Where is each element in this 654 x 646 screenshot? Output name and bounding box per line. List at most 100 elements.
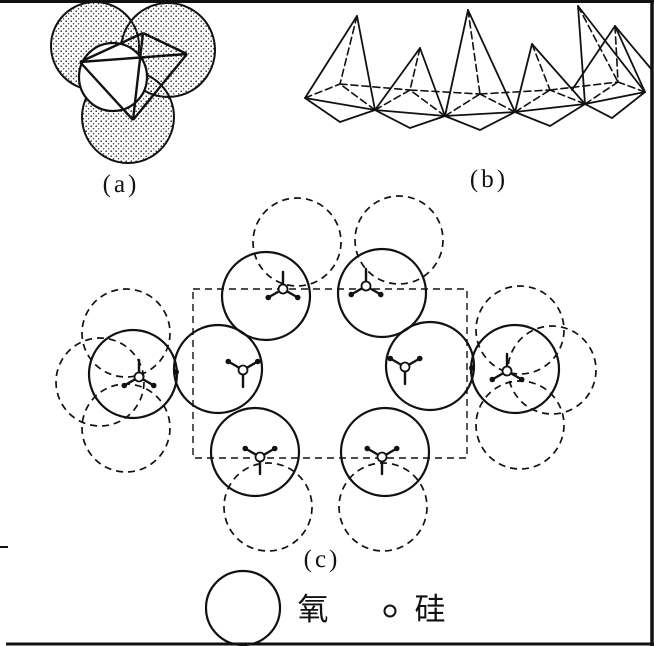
tetrahedron-hidden-edge <box>531 43 551 91</box>
legend <box>204 569 397 646</box>
bond-dot <box>518 376 525 383</box>
oxygen-circle-dashed <box>338 462 428 552</box>
tetrahedron-hidden-edge <box>444 93 481 117</box>
part-c-plan-projection <box>55 195 597 552</box>
tetrahedron-edge <box>79 31 144 64</box>
bond-dot <box>416 355 423 362</box>
tetrahedron-hidden-edge <box>374 89 411 111</box>
tetrahedron-edge <box>444 111 516 117</box>
tetrahedron-edge <box>132 53 188 121</box>
tetrahedron-edge <box>584 91 646 105</box>
tetrahedron-hidden-edge <box>617 81 646 93</box>
tetrahedron-hidden-edge <box>549 81 619 91</box>
tetrahedron-hidden-edge <box>339 15 358 85</box>
silicon-circle <box>254 451 266 463</box>
oxygen-circle-solid <box>209 406 301 498</box>
tetrahedron-hidden-edge <box>549 89 586 105</box>
bond-dot <box>242 445 249 452</box>
oxygen-circle-dashed <box>55 337 145 427</box>
bond-dot <box>387 355 394 362</box>
tetrahedron-edge <box>514 103 586 113</box>
legend-silicon-symbol <box>383 604 397 618</box>
oxygen-circle-solid <box>336 247 428 339</box>
contact-dot <box>173 369 179 375</box>
tetrahedron-hidden-edge <box>339 83 411 91</box>
tetrahedron-hidden-edge <box>577 5 619 83</box>
base-zigzag-edge <box>304 91 646 131</box>
tetrahedron-hidden-edge <box>584 81 619 105</box>
silicon-circle <box>277 283 289 295</box>
oxygen-circle-dashed <box>223 462 313 552</box>
bond-dot <box>489 376 496 383</box>
legend-oxygen-label: 氧 <box>298 592 329 627</box>
bond-dot <box>364 445 371 452</box>
tetrahedron-hidden-edge <box>514 89 551 113</box>
tetrahedron-edge <box>577 5 586 105</box>
oxygen-circle-dashed <box>81 288 171 378</box>
tetrahedron-edge <box>614 25 653 71</box>
tetrahedron-edge <box>514 43 533 113</box>
bond-dot <box>393 445 400 452</box>
oxygen-circle-solid <box>220 250 312 342</box>
unit-cell-outline <box>192 288 468 459</box>
tetrahedron-edge <box>79 52 188 64</box>
oxygen-circle-dashed <box>507 325 597 415</box>
tetrahedron-edge <box>79 61 134 121</box>
bond-dot <box>225 358 232 365</box>
tetrahedron-hidden-edge <box>467 9 481 95</box>
tetrahedron-edge <box>131 32 145 121</box>
label-a: (a) <box>103 171 140 198</box>
silicon-circle <box>133 371 145 383</box>
label-c: (c) <box>304 546 341 573</box>
silicon-circle <box>399 361 411 373</box>
oxygen-circle-solid <box>339 406 431 498</box>
oxygen-circle-solid <box>172 323 264 415</box>
tetrahedron-hidden-edge <box>339 83 376 111</box>
legend-oxygen-symbol <box>204 569 282 646</box>
bond-dot <box>294 294 301 301</box>
oxygen-circle-dashed <box>252 197 342 287</box>
tetrahedron-edge <box>571 25 616 91</box>
tetrahedron-edge <box>142 31 188 56</box>
tetrahedron-edge <box>356 15 376 111</box>
tetrahedron-edge <box>531 43 586 105</box>
oxygen-circle-dashed <box>354 195 444 285</box>
tetrahedron-edge <box>374 47 421 111</box>
bond-dot <box>265 294 272 301</box>
bond-dot <box>377 291 384 298</box>
tetrahedron-edge <box>304 97 376 111</box>
part-b-tetrahedra-sheet <box>304 5 653 131</box>
oxygen-circle-dashed <box>475 285 565 375</box>
tetrahedron-hidden-edge <box>479 93 516 113</box>
tetrahedron-edge <box>614 25 646 93</box>
bond-dot <box>121 382 128 389</box>
contact-dot <box>469 365 475 371</box>
tetrahedron-edge <box>304 15 358 99</box>
tetrahedron-hidden-edge <box>479 89 551 95</box>
tetrahedron-edge <box>374 109 446 117</box>
tetrahedron-edge <box>444 9 469 117</box>
tetrahedron-hidden-edge <box>614 25 619 83</box>
tetrahedron-hidden-edge <box>409 89 446 117</box>
silicon-circle <box>360 280 372 292</box>
silicon-circle <box>376 451 388 463</box>
tetrahedron-hidden-edge <box>409 89 481 95</box>
tetrahedron-hidden-edge <box>409 47 421 91</box>
label-b: (b) <box>470 166 508 193</box>
oxygen-circle-solid <box>87 328 179 420</box>
bond-dot <box>150 382 157 389</box>
tetrahedron-edge <box>419 47 446 117</box>
bond-dot <box>271 445 278 452</box>
tetrahedron-hidden-edge <box>304 83 341 99</box>
oxygen-circle-solid <box>469 323 561 415</box>
tetrahedron-edge <box>467 9 516 113</box>
silicon-circle <box>237 364 249 376</box>
bond-dot <box>254 358 261 365</box>
bond-dot <box>348 291 355 298</box>
silicon-circle <box>501 365 513 377</box>
oxygen-circle-solid <box>384 320 476 412</box>
legend-silicon-label: 硅 <box>415 592 446 627</box>
